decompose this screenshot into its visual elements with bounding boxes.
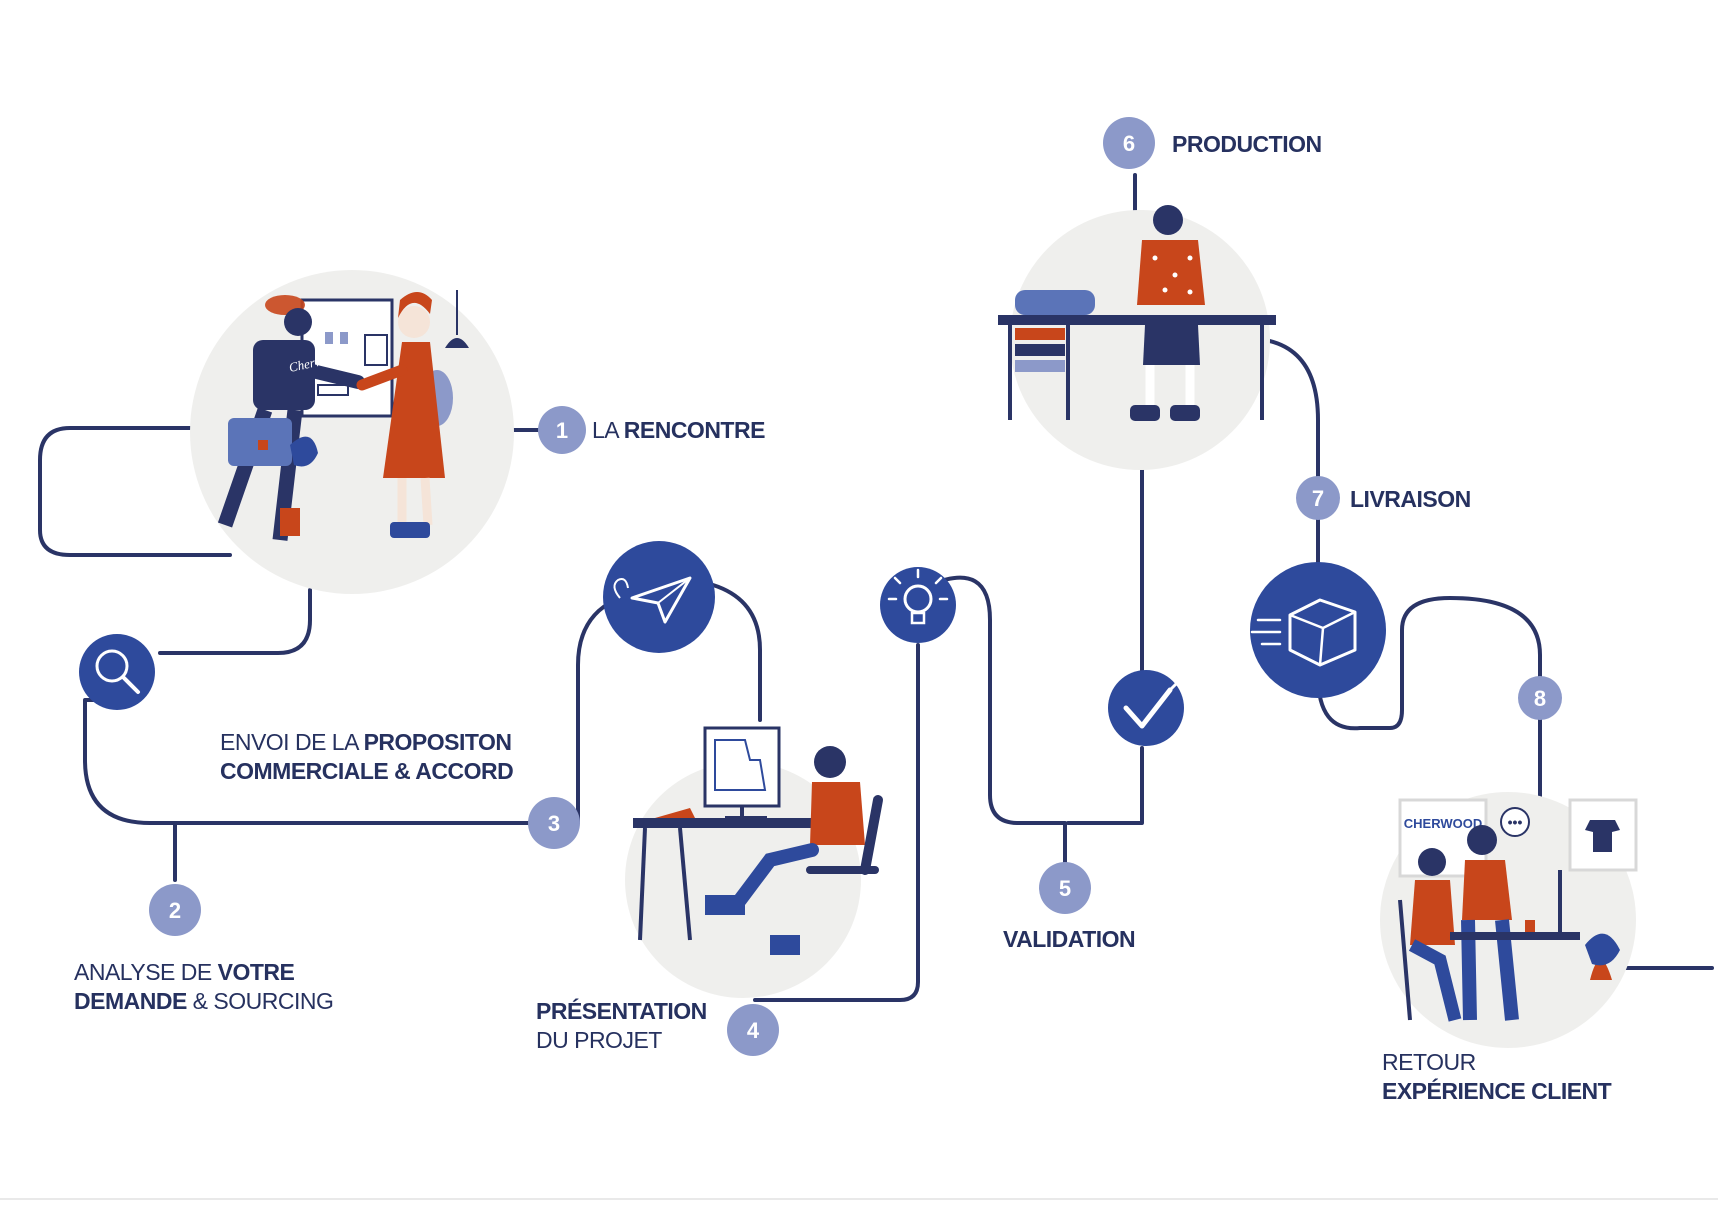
step-8-label: RETOUR EXPÉRIENCE CLIENT [1382,1049,1612,1104]
step-3-label: ENVOI DE LA PROPOSITON COMMERCIALE & ACC… [220,729,514,784]
svg-text:5: 5 [1059,876,1071,901]
step-5-label: VALIDATION [1003,926,1136,952]
step-badge-7: 7 [1296,476,1340,520]
step-2-label: ANALYSE DE VOTRE DEMANDE & SOURCING [74,959,334,1014]
feedback-illustration: CHERWOOD ••• [1380,792,1638,1048]
journey-path [38,173,1714,1002]
svg-text:4: 4 [747,1018,760,1043]
svg-text:8: 8 [1534,686,1546,711]
bottom-rule [0,1198,1718,1200]
step-badge-4: 4 [727,1004,779,1056]
step-4-label: PRÉSENTATION DU PROJET [536,998,707,1053]
svg-text:7: 7 [1312,486,1324,511]
step-badge-6: 6 [1103,117,1155,169]
chat-bubble-dots: ••• [1508,814,1523,830]
step-badge-2: 2 [149,884,201,936]
search-icon [79,634,155,710]
step-badge-5: 5 [1039,862,1091,914]
svg-text:6: 6 [1123,131,1135,156]
svg-text:3: 3 [548,811,560,836]
paper-plane-icon [603,541,715,653]
poster-brand-text: CHERWOOD [1404,816,1482,831]
step-badge-8: 8 [1518,676,1562,720]
production-illustration [998,205,1276,470]
step-badge-1: 1 [538,406,586,454]
checkmark-icon [1108,670,1186,746]
svg-text:1: 1 [556,418,568,443]
delivery-box-icon [1250,562,1386,698]
svg-text:2: 2 [169,898,181,923]
step-1-label: LA RENCONTRE [592,417,765,443]
meeting-illustration [190,270,514,594]
presentation-illustration [625,726,883,998]
step-badge-3: 3 [528,797,580,849]
step-6-label: PRODUCTION [1172,131,1322,157]
lightbulb-icon [880,567,956,643]
step-7-label: LIVRAISON [1350,486,1471,512]
